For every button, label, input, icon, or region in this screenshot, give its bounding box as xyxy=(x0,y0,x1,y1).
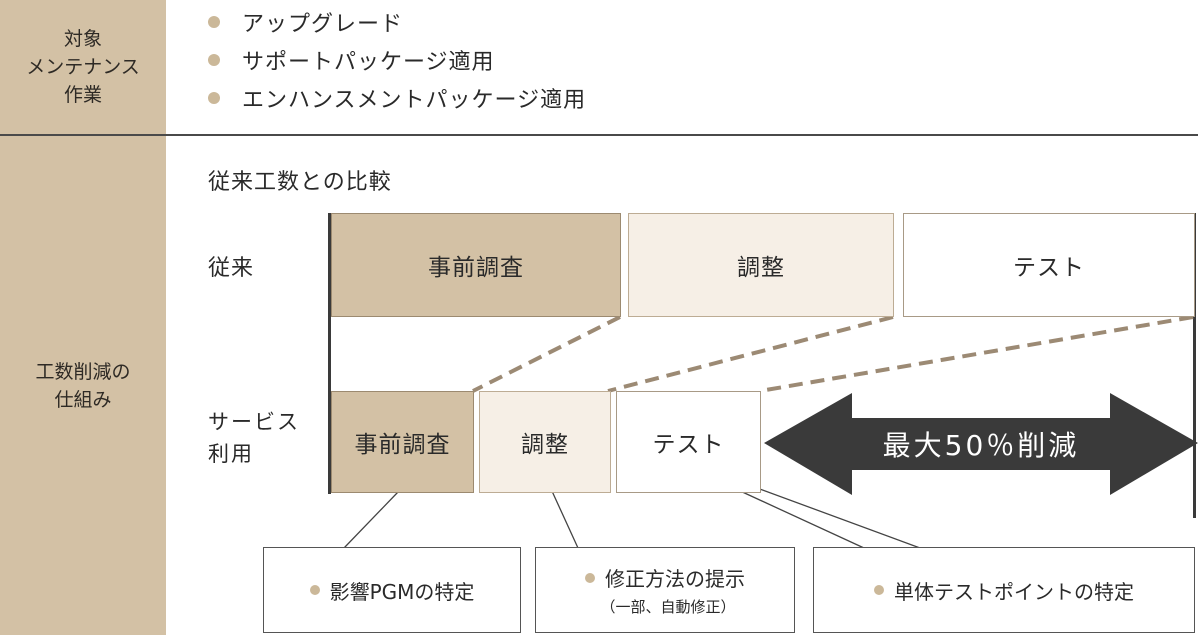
bullet-icon xyxy=(874,585,884,595)
target-item-label: エンハンスメントパッケージ適用 xyxy=(242,88,587,113)
dashed-connector xyxy=(472,315,621,393)
service-box-test: テスト xyxy=(616,391,761,493)
side-label-line: メンテナンス xyxy=(26,56,140,78)
bullet-icon xyxy=(208,92,220,104)
dashed-connector xyxy=(607,315,894,393)
bullet-icon xyxy=(208,16,220,28)
conventional-box-survey: 事前調査 xyxy=(331,213,621,317)
service-box-adjust: 調整 xyxy=(479,391,611,493)
side-label-line: 仕組み xyxy=(54,388,112,411)
conventional-box-adjust: 調整 xyxy=(628,213,894,317)
conventional-box-test: テスト xyxy=(903,213,1195,317)
dashed-connector xyxy=(759,315,1194,393)
bullet-icon xyxy=(309,585,320,595)
comparison-title: 従来工数との比較 xyxy=(208,170,392,195)
target-item-label: サポートパッケージ適用 xyxy=(242,50,495,75)
timeline-start-line xyxy=(328,213,331,494)
bullet-icon xyxy=(208,54,220,66)
note-text: 修正方法の提示 xyxy=(605,567,745,591)
callout-line xyxy=(729,477,921,549)
note-box: 単体テストポイントの特定 xyxy=(813,547,1195,633)
note-text: 単体テストポイントの特定 xyxy=(894,579,1134,604)
reduction-arrow-label: 最大50％削減 xyxy=(882,429,1080,462)
side-label-line: 対象 xyxy=(63,28,102,50)
target-item-label: アップグレード xyxy=(242,12,404,37)
target-item: サポートパッケージ適用 xyxy=(208,44,495,76)
note-box: 影響PGMの特定 xyxy=(263,547,521,633)
side-label-line: 作業 xyxy=(63,84,102,106)
note-subtext: （一部、自動修正） xyxy=(600,598,736,616)
row-label-conventional: 従来 xyxy=(208,256,255,281)
target-item: アップグレード xyxy=(208,6,403,38)
timeline-end-line xyxy=(1193,213,1196,518)
note-text: 影響PGMの特定 xyxy=(329,579,475,604)
note-main-row: 修正方法の提示 xyxy=(585,563,745,592)
side-label-reduction: 工数削減の 仕組み xyxy=(0,136,166,635)
row-label-line: サービス xyxy=(208,410,300,434)
callout-line xyxy=(342,491,399,549)
target-item: エンハンスメントパッケージ適用 xyxy=(208,82,586,114)
row-label-service: サービス 利用 xyxy=(208,406,300,470)
side-label-target: 対象 メンテナンス 作業 xyxy=(0,0,166,134)
bullet-icon xyxy=(585,572,595,583)
note-box: 修正方法の提示 （一部、自動修正） xyxy=(535,547,795,633)
side-label-line: 工数削減の xyxy=(35,360,131,383)
section-divider xyxy=(0,134,1198,136)
service-box-survey: 事前調査 xyxy=(331,391,474,493)
reduction-arrow-icon xyxy=(764,393,1198,495)
row-label-line: 利用 xyxy=(208,442,254,466)
